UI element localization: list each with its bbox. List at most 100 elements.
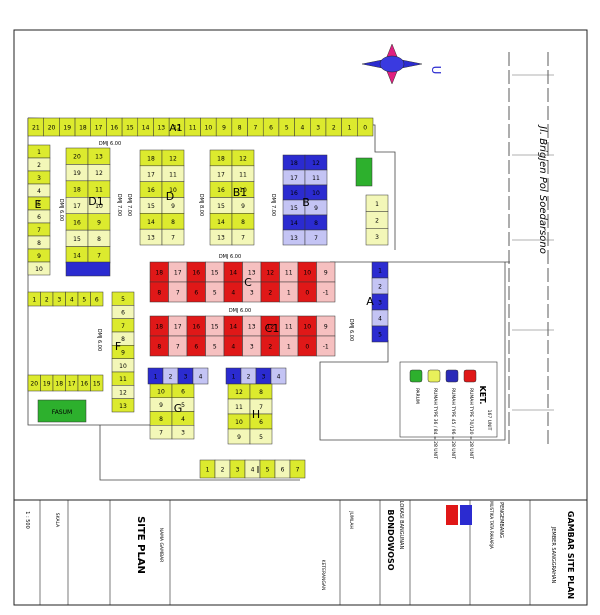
lot-number: 13 (217, 235, 225, 242)
lot-number: 10 (95, 203, 103, 210)
lot (270, 367, 287, 385)
lot-number: 4 (199, 374, 203, 381)
lot-number: 16 (217, 187, 225, 194)
lot-number: 2 (268, 344, 272, 351)
lot-number: 4 (251, 467, 255, 474)
road-label: DMJ 6.00 (99, 141, 121, 147)
legend-label: PARUM (414, 388, 420, 404)
developer-label: PENGEMBANG (498, 502, 504, 538)
lot-number: 1 (232, 374, 236, 381)
lot-number: 8 (97, 236, 101, 243)
lot-number: 17 (290, 175, 298, 182)
block-label-e: E (35, 198, 42, 211)
lot (111, 398, 135, 413)
drawing-frame (13, 29, 588, 606)
project-name: JEMBER SANGGRAHAN (550, 526, 556, 584)
lot-number: 11 (169, 171, 177, 178)
lot-number: 18 (55, 381, 63, 388)
lot-number: 14 (217, 219, 225, 226)
lot (90, 374, 104, 392)
lot-number: 1 (287, 290, 291, 297)
name-label: NAMA GAMBAR (158, 528, 164, 563)
lot-number: 2 (37, 162, 41, 169)
lot-number: 3 (316, 125, 320, 132)
lot-number: 7 (176, 344, 180, 351)
legend-label: RUMAH TYPE 70/120 = 28 UNIT (468, 388, 474, 459)
lot-number: 11 (189, 125, 197, 132)
lot-number: 18 (147, 155, 155, 162)
lot-number: 6 (121, 310, 125, 317)
lot-number: 0 (305, 290, 309, 297)
lot-number: 19 (73, 170, 81, 177)
lot-number: 9 (121, 350, 125, 357)
lot-number: 4 (277, 374, 281, 381)
lot-number: 15 (126, 125, 134, 132)
scale-label: SKALA (54, 513, 60, 528)
lot (316, 281, 336, 303)
block-label-b1: B1 (233, 186, 248, 199)
lot-number: 3 (236, 467, 240, 474)
lot-number: 7 (176, 290, 180, 297)
location: BONDOWOSO (386, 509, 395, 570)
lot-number: 13 (157, 125, 165, 132)
lot-number: 12 (119, 390, 127, 397)
lot-number: 6 (259, 419, 263, 426)
lot-number: 9 (237, 434, 241, 441)
legend-swatch (427, 369, 441, 383)
lot-number: 16 (80, 381, 88, 388)
lot-number: 3 (37, 175, 41, 182)
lot-number: 5 (213, 344, 217, 351)
lot-number: 5 (285, 125, 289, 132)
lot-number: 14 (142, 125, 150, 132)
lot-number: 15 (290, 205, 298, 212)
lot-number: -1 (323, 344, 329, 351)
lot-number: 19 (63, 125, 71, 132)
lot (357, 117, 374, 137)
lot-number: 13 (95, 154, 103, 161)
lot-number: 12 (235, 389, 243, 396)
lot-number: 1 (287, 344, 291, 351)
block-label-h: H (252, 408, 260, 421)
lot-number: 1 (348, 125, 352, 132)
lot-number: 11 (95, 187, 103, 194)
jumlah-label: JUMLAH (348, 510, 354, 529)
green-lot (355, 157, 373, 187)
lot (171, 425, 195, 440)
lot-number: 20 (48, 125, 56, 132)
block-label-d1: D1 (88, 195, 103, 208)
lot-number: 1 (206, 467, 210, 474)
lot-number: 12 (169, 155, 177, 162)
lot-number: 6 (194, 290, 198, 297)
lot-number: 7 (253, 125, 257, 132)
lot-number: 2 (221, 467, 225, 474)
lot-number: 10 (303, 324, 311, 331)
lot-number: 12 (239, 155, 247, 162)
lot-number: 19 (43, 381, 51, 388)
lot-number: 0 (305, 344, 309, 351)
road-name: Jl. Brigjen Pol Soedarsono (537, 124, 548, 254)
lot-number: 9 (97, 219, 101, 226)
lot-number: 7 (296, 467, 300, 474)
lot (65, 261, 111, 277)
lot-number: 6 (269, 125, 273, 132)
lot-strip: 123 (365, 194, 389, 246)
legend-swatch (409, 369, 423, 383)
lot (371, 325, 389, 343)
legend-total: 167 UNIT (486, 410, 492, 431)
lot (289, 459, 306, 479)
lot-number: 8 (314, 220, 318, 227)
lot-number: 5 (121, 296, 125, 303)
lot-number: 6 (281, 467, 285, 474)
lot-number: 7 (37, 227, 41, 234)
lot-number: 16 (73, 219, 81, 226)
